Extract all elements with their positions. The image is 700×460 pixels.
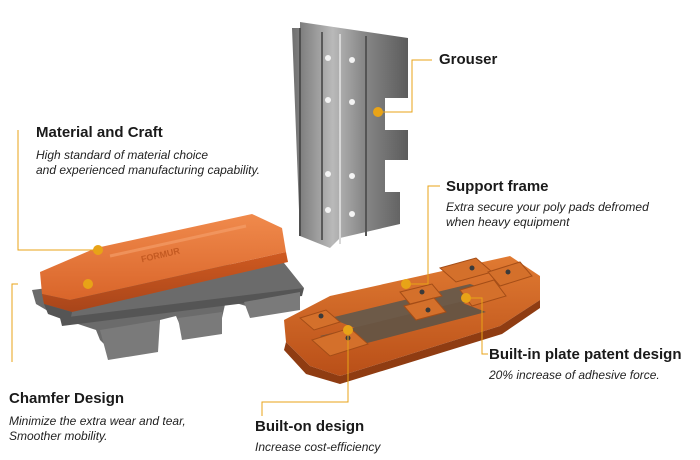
built-on-title: Built-on design — [255, 418, 365, 435]
grouser-callout: Grouser — [439, 51, 497, 69]
built-on-callout: Built-on design Increase cost-efficiency — [255, 418, 380, 455]
built-on-marker — [343, 325, 353, 335]
plate-title: Built-in plate patent design — [489, 346, 682, 363]
chamfer-callout: Chamfer Design Minimize the extra wear a… — [9, 390, 186, 444]
callout-markers — [83, 107, 471, 335]
material-title: Material and Craft — [36, 124, 163, 141]
material-marker — [93, 245, 103, 255]
callout-lines — [11, 59, 488, 416]
grouser-title: Grouser — [439, 51, 498, 68]
grouser-plate — [292, 22, 408, 248]
grouser-bolt-holes — [325, 55, 355, 217]
grouser-marker — [373, 107, 383, 117]
left-pad: FORMUR — [32, 214, 304, 360]
support-frame-title: Support frame — [446, 178, 549, 195]
material-desc-line2: and experienced manufacturing capability… — [36, 163, 260, 177]
plate-callout: Built-in plate patent design 20% increas… — [489, 346, 682, 383]
plate-desc-line1: 20% increase of adhesive force. — [489, 368, 660, 382]
chamfer-desc-line1: Minimize the extra wear and tear, — [9, 414, 186, 428]
built-on-desc-line1: Increase cost-efficiency — [255, 440, 381, 454]
support-frame-marker — [401, 279, 411, 289]
support-frame-callout: Support frame Extra secure your poly pad… — [446, 178, 649, 230]
plate-marker — [461, 293, 471, 303]
support-frame-desc-line1: Extra secure your poly pads defromed — [446, 200, 649, 214]
material-desc-line1: High standard of material choice — [36, 148, 209, 162]
material-callout: Material and Craft High standard of mate… — [36, 124, 260, 178]
chamfer-title: Chamfer Design — [9, 390, 125, 407]
chamfer-desc-line2: Smoother mobility. — [9, 429, 108, 443]
support-frame-desc-line2: when heavy equipment — [446, 215, 570, 229]
chamfer-marker — [83, 279, 93, 289]
